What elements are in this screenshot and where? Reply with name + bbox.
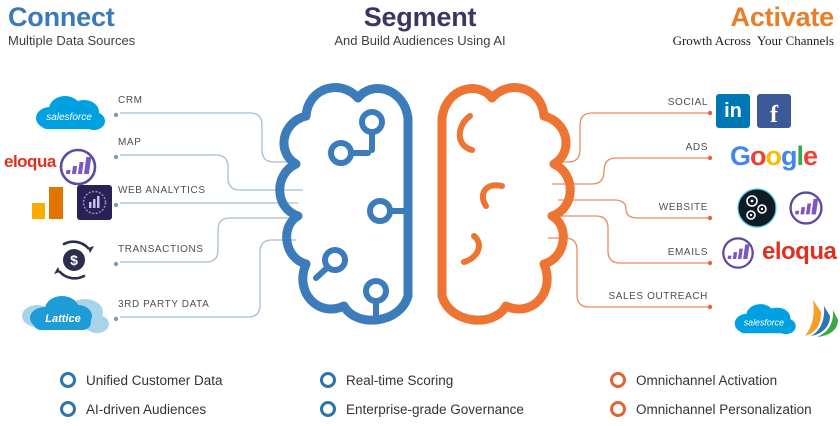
google-letter: o [765, 141, 782, 171]
lattice-wordmark: Lattice [45, 313, 80, 325]
feature-label: Omnichannel Personalization [636, 401, 812, 417]
feature-unified-customer-data: Unified Customer Data [60, 372, 223, 388]
google-letter: e [803, 141, 818, 171]
segment-header: Segment And Build Audiences Using AI [260, 2, 580, 48]
source-label-3rd-party: 3RD PARTY DATA [118, 299, 210, 310]
ring-bullet-icon [320, 372, 336, 388]
channel-label-ads: ADS [685, 142, 708, 153]
ring-bullet-icon [610, 401, 626, 417]
google-letter: o [750, 141, 766, 171]
segment-title: Segment [363, 2, 477, 32]
google-analytics-icon [28, 183, 70, 228]
ring-bullet-icon [610, 372, 626, 388]
feature-enterprise-governance: Enterprise-grade Governance [320, 401, 524, 417]
marketo-icon [56, 145, 100, 194]
feature-real-time-scoring: Real-time Scoring [320, 372, 453, 388]
feature-omnichannel-personalization: Omnichannel Personalization [610, 401, 812, 417]
ring-bullet-icon [60, 372, 76, 388]
right-line-dots [707, 110, 713, 310]
channel-label-sales-outreach: SALES OUTREACH [608, 291, 708, 302]
facebook-icon: f [757, 94, 791, 128]
right-connector-lines [548, 112, 708, 308]
linkedin-glyph: in [724, 99, 742, 122]
left-line-dots [113, 112, 119, 322]
feature-label: Real-time Scoring [346, 372, 454, 388]
transactions-icon: $ [46, 232, 102, 293]
google-letter: g [781, 141, 797, 171]
microsoft-dynamics-icon [799, 292, 840, 345]
source-label-transactions: TRANSACTIONS [118, 244, 204, 255]
source-label-crm: CRM [118, 95, 143, 106]
marketo-icon [719, 234, 757, 277]
left-connector-lines [120, 112, 303, 318]
connect-title: Connect [8, 2, 115, 32]
brain-right-half [437, 83, 575, 325]
feature-label: Unified Customer Data [86, 372, 223, 388]
analytics-badge-icon [77, 185, 112, 225]
feature-label: AI-driven Audiences [86, 401, 207, 417]
google-letter: G [730, 141, 751, 171]
feature-label: Omnichannel Activation [636, 372, 778, 388]
dollar-glyph: $ [70, 252, 78, 268]
connect-subtitle: Multiple Data Sources [8, 33, 136, 48]
marketo-icon [786, 188, 826, 233]
eloqua-logo: eloqua [762, 238, 837, 265]
google-logo: Google [730, 141, 818, 172]
feature-label: Enterprise-grade Governance [346, 401, 524, 417]
salesforce-wordmark: salesforce [744, 317, 784, 327]
ring-bullet-icon [320, 401, 336, 417]
activate-subtitle: Growth Across Your Channels [672, 33, 834, 48]
feature-omnichannel-activation: Omnichannel Activation [610, 372, 777, 388]
salesforce-wordmark: salesforce [46, 112, 92, 123]
google-letter: l [796, 141, 804, 171]
channel-label-website: WEBSITE [658, 202, 708, 213]
lattice-logo: Lattice [15, 286, 110, 347]
connect-header: Connect Multiple Data Sources [8, 2, 135, 48]
source-label-map: MAP [118, 137, 142, 148]
facebook-glyph: f [770, 101, 778, 128]
salesforce-logo: salesforce [727, 297, 799, 348]
segment-subtitle: And Build Audiences Using AI [334, 33, 506, 48]
channel-label-emails: EMAILS [667, 247, 708, 258]
website-personalization-icon [737, 188, 777, 233]
activate-title: Activate [730, 2, 835, 32]
ring-bullet-icon [60, 401, 76, 417]
eloqua-logo: eloqua [4, 152, 56, 171]
linkedin-icon: in [716, 94, 750, 128]
feature-ai-driven-audiences: AI-driven Audiences [60, 401, 206, 417]
source-label-web-analytics: WEB ANALYTICS [118, 185, 206, 196]
channel-label-social: SOCIAL [667, 97, 708, 108]
activate-header: Activate Growth Across Your Channels [672, 2, 835, 49]
salesforce-logo: salesforce [28, 88, 108, 145]
brain-left-half [275, 83, 413, 325]
